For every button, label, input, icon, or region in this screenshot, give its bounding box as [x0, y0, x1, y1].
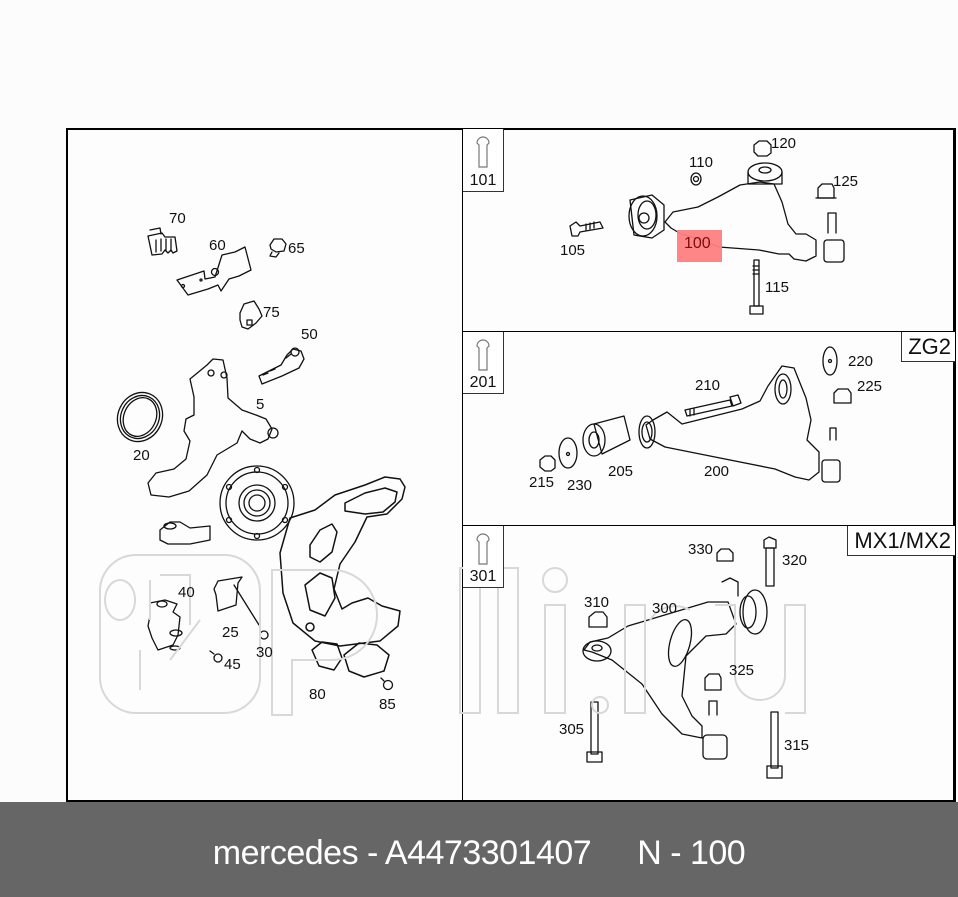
part-305-bolt-icon	[586, 701, 603, 763]
reference-part-box-101: 101	[463, 129, 504, 192]
callout-label: 75	[263, 304, 280, 321]
callout-label: 110	[689, 154, 713, 171]
rivet-icon	[476, 533, 490, 565]
part-225-nut-icon	[833, 388, 852, 404]
part-120-nut-icon	[753, 140, 772, 157]
callout-label: 45	[224, 656, 241, 673]
part-5-steering-knuckle-icon	[147, 358, 295, 545]
callout-label: 20	[133, 447, 150, 464]
part-230-washer-icon	[558, 437, 578, 469]
callout-label: 300	[652, 600, 678, 617]
callout-label: 220	[848, 353, 874, 370]
callout-label: 85	[379, 696, 396, 713]
rivet-icon	[476, 136, 490, 168]
part-45-screw-icon	[209, 650, 223, 663]
callout-label: 230	[567, 477, 593, 494]
part-115-bolt-icon	[749, 259, 764, 315]
part-25-shield-icon	[213, 576, 260, 626]
callout-label: 120	[771, 135, 797, 152]
part-330-nut-icon	[716, 548, 734, 562]
panel-divider-vertical	[462, 128, 463, 802]
part-210-bolt-icon	[684, 394, 742, 417]
part-100-control-arm-icon	[628, 162, 845, 263]
reference-part-number: 101	[469, 172, 497, 189]
callout-label: 40	[178, 584, 195, 601]
part-80-backing-plate-icon	[279, 476, 406, 678]
reference-part-number: 301	[469, 568, 497, 585]
callout-label: 5	[256, 396, 265, 413]
callout-label: 65	[288, 240, 305, 257]
rivet-icon	[476, 339, 490, 371]
part-310-nut-icon	[588, 611, 608, 628]
part-70-clip-icon	[147, 227, 178, 256]
callout-label: 80	[309, 686, 326, 703]
part-65-nut-icon	[269, 238, 287, 258]
callout-label: 320	[782, 552, 808, 569]
part-info-footer: mercedes - A4473301407 N - 100	[0, 802, 958, 897]
part-125-nut-icon	[815, 183, 837, 199]
part-75-clip-icon	[239, 300, 263, 330]
callout-label: 205	[608, 463, 634, 480]
callout-label: 60	[209, 237, 226, 254]
part-30-screw-icon	[259, 630, 269, 640]
part-50-sensor-icon	[258, 347, 305, 385]
panel-divider-1	[462, 331, 956, 332]
part-20-ring-icon	[116, 391, 164, 443]
reference-part-box-201: 201	[463, 332, 504, 394]
callout-label: 50	[301, 326, 318, 343]
highlighted-part-100[interactable]: 100	[677, 230, 722, 262]
callout-label: 315	[784, 737, 810, 754]
callout-label: 325	[729, 662, 755, 679]
part-110-nut-icon	[690, 172, 702, 186]
callout-label: 125	[833, 173, 859, 190]
reference-part-number: 201	[469, 374, 497, 391]
callout-label: 330	[688, 541, 714, 558]
part-105-bolt-icon	[569, 221, 604, 237]
highlighted-part-label: 100	[684, 235, 711, 252]
part-220-washer-icon	[822, 346, 838, 376]
callout-label: 210	[695, 377, 721, 394]
part-215-nut-icon	[539, 455, 556, 472]
part-205-bushing-icon	[582, 415, 631, 457]
part-40-bracket-icon	[147, 599, 183, 651]
callout-label: 200	[704, 463, 730, 480]
callout-label: 30	[256, 644, 273, 661]
variant-code-zg2: ZG2	[901, 332, 955, 362]
part-320-bolt-icon	[763, 536, 777, 587]
part-315-bolt-icon	[766, 711, 783, 779]
reference-part-box-301: 301	[463, 526, 504, 588]
callout-label: 305	[559, 721, 585, 738]
part-200-control-arm-icon	[638, 365, 841, 483]
position-number: N - 100	[637, 834, 746, 872]
callout-label: 215	[529, 474, 555, 491]
callout-label: 115	[765, 279, 789, 296]
part-325-nut-icon	[704, 673, 722, 691]
brand-and-part-number: mercedes - A4473301407	[212, 834, 592, 872]
callout-label: 105	[560, 242, 586, 259]
callout-label: 70	[169, 210, 186, 227]
panel-divider-2	[462, 525, 956, 526]
callout-label: 225	[857, 378, 883, 395]
part-85-screw-icon	[380, 677, 394, 691]
part-60-bracket-icon	[176, 246, 252, 296]
variant-code-mx1-mx2: MX1/MX2	[847, 526, 955, 556]
part-info-text: mercedes - A4473301407 N - 100	[0, 834, 958, 873]
callout-label: 25	[222, 624, 239, 641]
callout-label: 310	[584, 594, 610, 611]
